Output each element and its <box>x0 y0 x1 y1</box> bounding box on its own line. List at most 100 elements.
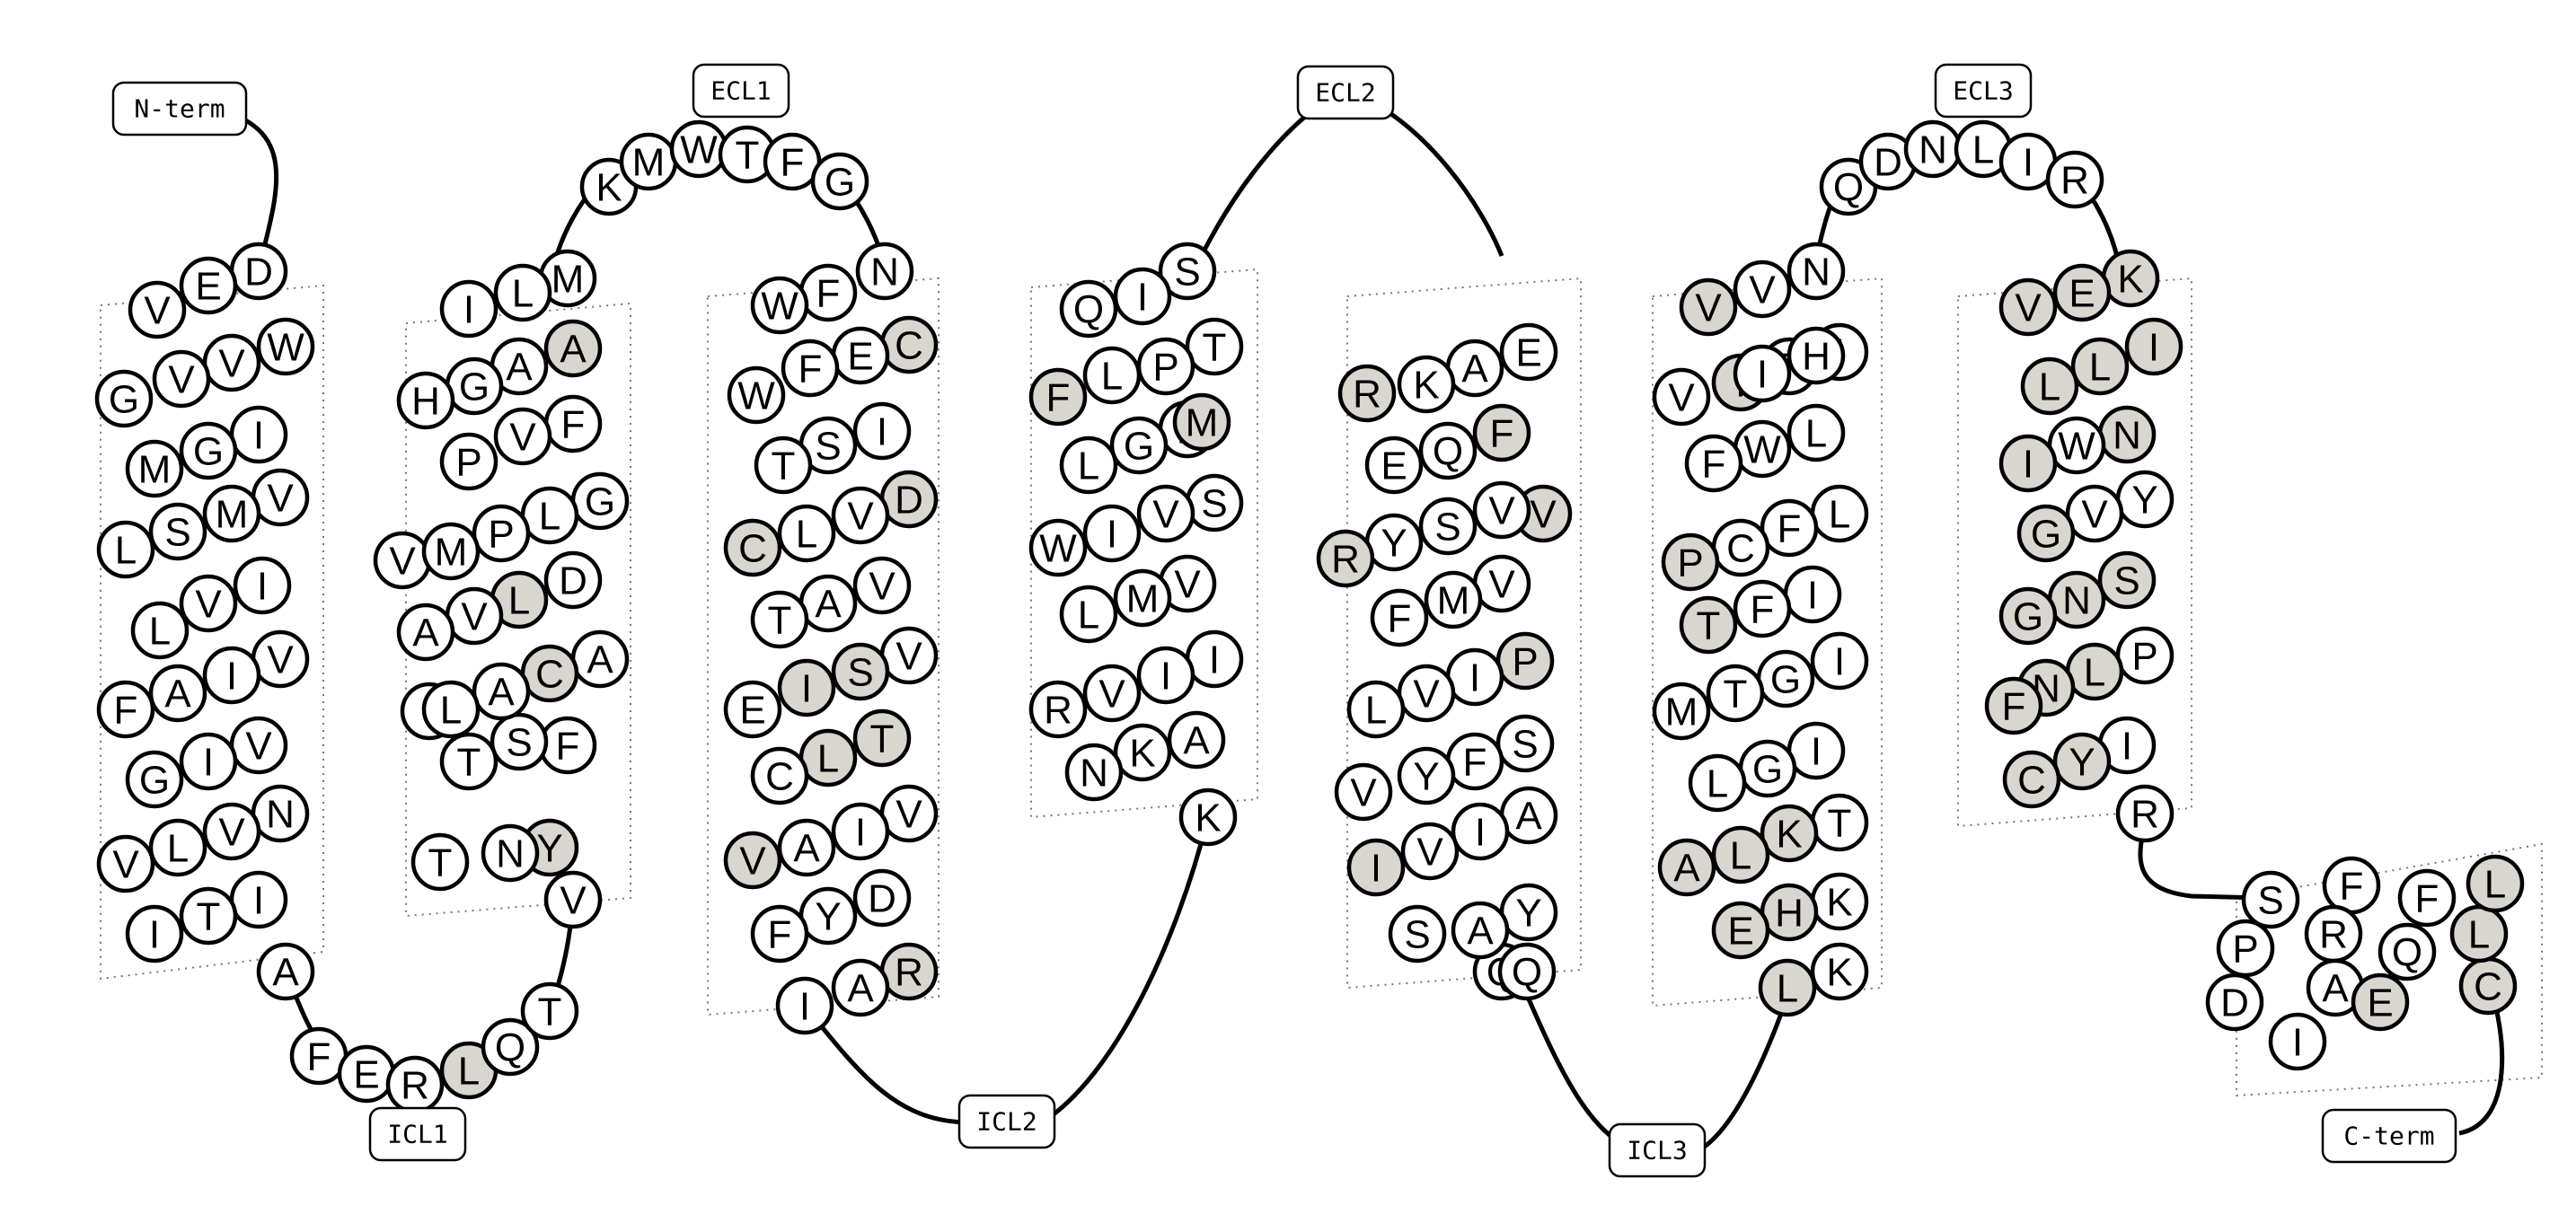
residue-letter: G <box>1124 425 1154 469</box>
residue-tm2-10: A <box>570 629 630 689</box>
residue-circle <box>1760 498 1819 558</box>
residue-tm6-35: I <box>1733 344 1792 403</box>
residue-tm7-10: Y <box>2115 470 2175 529</box>
residue-letter: T <box>1828 802 1852 846</box>
residue-tm2-19: G <box>570 471 630 531</box>
residue-tm3-27: A <box>777 818 836 877</box>
residue-letter: K <box>1195 796 1221 840</box>
residue-tm4-15: W <box>1028 518 1088 577</box>
residue-icl3-1: Q <box>1497 942 1557 1001</box>
residue-letter: L <box>508 579 530 623</box>
residue-tm6-25: W <box>1733 419 1792 479</box>
residue-circle <box>1786 242 1846 301</box>
residue-tm5-10: F <box>1445 732 1504 791</box>
residue-tm7-21: Y <box>2052 732 2112 791</box>
residue-circle <box>1028 680 1088 739</box>
residue-circle <box>855 242 914 301</box>
residue-letter: V <box>461 595 488 639</box>
residue-tm3-5: E <box>831 326 890 385</box>
residue-tm7-19: F <box>1984 676 2043 735</box>
residue-circle <box>202 484 261 543</box>
residue-tm7-6: L <box>2020 356 2079 416</box>
residue-icl1-1: F <box>289 1026 348 1086</box>
residue-letter: I <box>2122 725 2132 769</box>
residue-letter: L <box>2089 346 2111 390</box>
residue-letter: R <box>895 951 923 995</box>
residue-tm6-3: K <box>1810 872 1869 931</box>
residue-letter: F <box>307 1035 331 1079</box>
residue-tm7-15: G <box>1998 586 2058 646</box>
residue-tm6-30: V <box>1652 367 1711 427</box>
residue-tm6-32: V <box>1733 260 1792 319</box>
residue-tm3-2: F <box>798 263 858 322</box>
residue-tm5-5: A <box>1499 786 1558 845</box>
residue-letter: Q <box>495 1026 525 1070</box>
residue-letter: I <box>1807 574 1818 618</box>
nterm-label: N-term <box>111 81 248 136</box>
residue-circle <box>1998 586 2058 646</box>
residue-circle <box>775 976 834 1035</box>
residue-circle <box>396 603 455 662</box>
residue-circle <box>256 317 315 376</box>
residue-letter: Y <box>2131 479 2157 523</box>
residue-ecl3-6: R <box>2045 150 2104 209</box>
residue-tm6-34: H <box>1786 326 1846 385</box>
residue-letter: C <box>738 527 767 571</box>
residue-circle <box>1472 403 1531 462</box>
residue-letter: A <box>164 673 191 717</box>
residue-tm1-27: L <box>148 818 207 877</box>
residue-circle <box>1059 279 1118 339</box>
residue-tm5-13: P <box>1495 631 1555 691</box>
residue-circle <box>421 680 481 739</box>
residue-letter: I <box>1834 640 1845 684</box>
residue-tm3-29: D <box>852 868 912 928</box>
residue-letter: M <box>138 448 172 492</box>
residue-letter: F <box>556 725 580 769</box>
residue-letter: I <box>1757 353 1768 397</box>
residue-circle <box>1185 317 1244 376</box>
residue-tm2-5: T <box>410 832 470 892</box>
residue-letter: L <box>440 689 462 733</box>
residue-tm7-1: K <box>2101 249 2160 308</box>
residue-letter: A <box>1673 847 1700 891</box>
residue-tm2-30: M <box>538 249 597 308</box>
residue-tm3-4: C <box>879 315 939 374</box>
residue-tm5-17: V <box>1472 554 1531 613</box>
residue-letter: S <box>164 511 190 555</box>
residue-tm7-7: N <box>2097 405 2157 464</box>
residue-tm3-20: I <box>777 658 836 717</box>
residue-tm4-14: I <box>1082 504 1142 563</box>
residue-tm3-26: I <box>831 802 890 861</box>
residue-icl1-2: E <box>337 1044 396 1104</box>
residue-tm3-31: F <box>750 904 809 963</box>
residue-tm7-13: S <box>2097 550 2157 610</box>
residue-circle <box>723 831 782 890</box>
svg-text:ECL2: ECL2 <box>1315 78 1375 108</box>
residue-letter: I <box>1469 656 1480 700</box>
residue-tm6-6: T <box>1810 793 1869 852</box>
residue-circle <box>1370 588 1429 647</box>
residue-letter: G <box>585 480 615 524</box>
residue-letter: A <box>412 612 439 655</box>
residue-letter: F <box>1702 443 1726 487</box>
residue-helix8-5: R <box>2304 904 2363 963</box>
residue-letter: K <box>1413 364 1439 408</box>
residue-letter: A <box>506 346 533 390</box>
residue-circle <box>2216 919 2275 978</box>
residue-letter: T <box>772 444 796 488</box>
residue-tm2-26: A <box>543 319 603 378</box>
residue-letter: E <box>195 265 221 309</box>
residue-letter: F <box>1463 741 1487 785</box>
residue-letter: V <box>895 635 922 679</box>
residue-letter: A <box>1461 348 1488 392</box>
residue-circle <box>1316 529 1375 588</box>
residue-tm3-17: T <box>750 590 809 649</box>
residue-circle <box>1497 942 1557 1001</box>
residue-tm2-1: T <box>520 981 579 1041</box>
residue-helix8-13: L <box>2466 854 2525 913</box>
residue-circle <box>125 904 184 963</box>
residue-letter: A <box>272 951 299 995</box>
residue-letter: I <box>2023 141 2033 185</box>
icl3-line-right <box>1696 996 1790 1154</box>
